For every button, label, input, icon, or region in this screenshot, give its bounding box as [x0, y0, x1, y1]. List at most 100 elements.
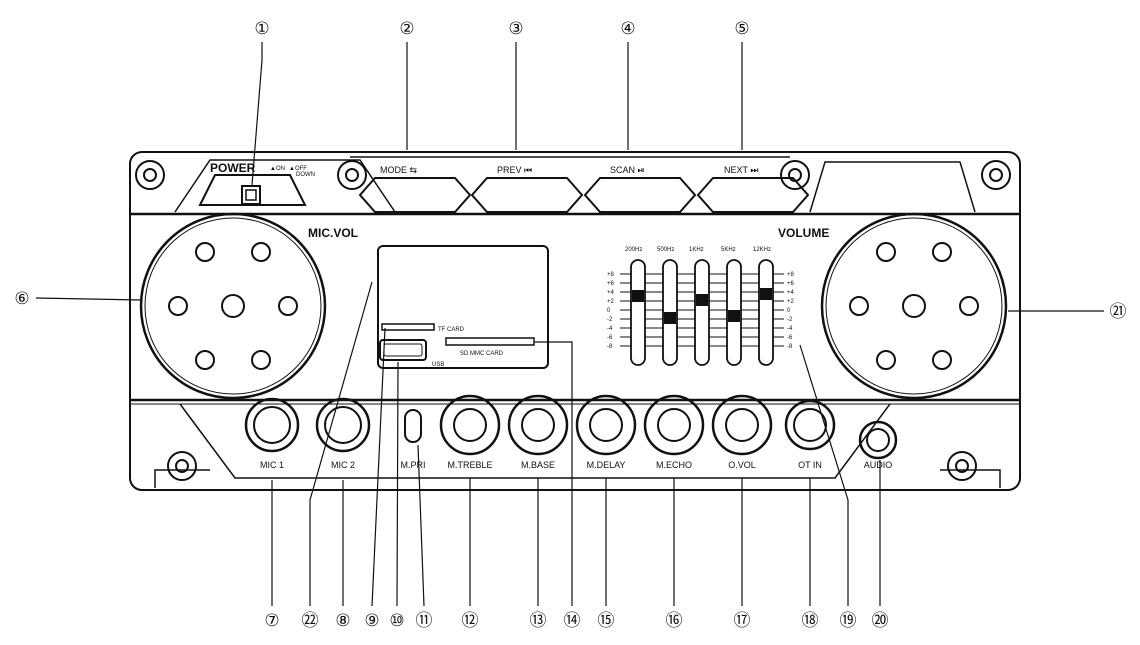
- eq-scale-label-left: -2: [607, 317, 613, 323]
- callout-number: ⑬: [530, 611, 547, 631]
- callout-number: ⑤: [734, 19, 749, 39]
- eq-band-label: 5KHz: [721, 247, 736, 253]
- eq-scale-label-left: -8: [607, 344, 613, 350]
- eq-scale-label-left: +8: [607, 272, 615, 278]
- eq-slider-knob[interactable]: [696, 294, 708, 306]
- sd-card-slot[interactable]: [445, 337, 535, 346]
- eq-scale-label-right: -2: [787, 317, 793, 323]
- mic1-jack[interactable]: [244, 397, 300, 453]
- jack-label: OT IN: [798, 460, 822, 470]
- screw-top-mid-right: [780, 160, 810, 190]
- usb-port[interactable]: [379, 339, 427, 361]
- screw-top-right: [981, 160, 1011, 190]
- mic-vol-knob[interactable]: [139, 212, 327, 400]
- m-base-knob[interactable]: [507, 394, 569, 456]
- jack-label: M.PRI: [400, 460, 425, 470]
- eq-scale-label-right: +8: [787, 272, 795, 278]
- eq-slider-knob[interactable]: [728, 310, 740, 322]
- callout-number: ⑱: [802, 611, 819, 631]
- volume-knob[interactable]: [820, 212, 1008, 400]
- eq-band-label: 200Hz: [625, 247, 642, 253]
- callout-number: ①: [254, 19, 269, 39]
- scan-button-label: SCAN ⏯: [610, 165, 645, 175]
- next-button-label: NEXT ⏭: [724, 165, 758, 175]
- leader-line: [309, 281, 373, 606]
- callout-number: ④: [620, 19, 635, 39]
- eq-band-label: 1KHz: [689, 247, 704, 253]
- callout-number: ⑩: [389, 611, 404, 631]
- eq-scale-label-left: -6: [607, 335, 613, 341]
- eq-scale-label-right: 0: [787, 308, 791, 314]
- scan-button[interactable]: [583, 177, 697, 213]
- leader-line: [35, 297, 143, 301]
- jack-label: M.ECHO: [656, 460, 692, 470]
- eq-scale-label-left: -4: [607, 326, 613, 332]
- jack-label: MIC 1: [260, 460, 284, 470]
- callout-number: ⑲: [840, 611, 857, 631]
- m-treble-knob[interactable]: [439, 394, 501, 456]
- panel-frame: [129, 151, 1021, 491]
- callout-number: ㉒: [302, 611, 319, 631]
- eq-slider-track[interactable]: [694, 259, 710, 366]
- callout-number: ⑫: [462, 611, 479, 631]
- eq-scale-label-left: +2: [607, 299, 615, 305]
- callout-number: ⑳: [872, 611, 889, 631]
- callout-number: ⑦: [264, 611, 279, 631]
- tf-card-slot[interactable]: [381, 323, 435, 331]
- mic2-jack[interactable]: [315, 397, 371, 453]
- prev-button-label: PREV ⏮: [497, 165, 532, 175]
- volume-label: VOLUME: [778, 226, 829, 240]
- callout-number: ⑥: [14, 289, 29, 309]
- ot-in-jack[interactable]: [784, 399, 836, 451]
- mic-vol-label: MIC.VOL: [308, 226, 358, 240]
- eq-slider-knob[interactable]: [632, 290, 644, 302]
- callout-number: ②: [399, 19, 414, 39]
- eq-scale-label-right: -6: [787, 335, 793, 341]
- o-vol-knob[interactable]: [711, 394, 773, 456]
- callout-number: ㉑: [1110, 302, 1127, 322]
- callout-leaders: [35, 42, 1104, 607]
- leader-line: [396, 361, 399, 607]
- next-button[interactable]: [696, 177, 810, 213]
- power-on-label: ▲ON: [270, 166, 285, 172]
- eq-slider-track[interactable]: [758, 259, 774, 366]
- eq-band-label: 500Hz: [657, 247, 674, 253]
- screw-top-mid-left: [337, 160, 367, 190]
- power-label: POWER: [210, 161, 256, 175]
- m-delay-knob[interactable]: [575, 394, 637, 456]
- callout-number: ⑨: [364, 611, 379, 631]
- eq-slider-knob[interactable]: [664, 312, 676, 324]
- jack-label: AUDIO: [864, 460, 893, 470]
- mode-button[interactable]: [358, 177, 472, 213]
- sd-card-label: SD MMC CARD: [460, 351, 504, 357]
- eq-scale-label-right: -8: [787, 344, 793, 350]
- jack-label: O.VOL: [728, 460, 756, 470]
- tf-card-label: TF CARD: [438, 327, 465, 333]
- eq-band-label: 12KHz: [753, 247, 771, 253]
- leader-line: [799, 344, 849, 606]
- mode-button-label: MODE ⇆: [380, 165, 418, 175]
- leader-line: [417, 444, 425, 607]
- m-echo-knob[interactable]: [643, 394, 705, 456]
- eq-scale-label-right: +6: [787, 281, 795, 287]
- eq-slider-knob[interactable]: [760, 288, 772, 300]
- eq-slider-track[interactable]: [630, 259, 646, 366]
- callout-number: ⑯: [666, 611, 683, 631]
- power-switch-bezel: [198, 174, 307, 206]
- eq-scale-label-left: 0: [607, 308, 611, 314]
- callout-number: ⑧: [335, 611, 350, 631]
- eq-scale-label-left: +6: [607, 281, 615, 287]
- power-switch[interactable]: [241, 185, 261, 205]
- audio-jack[interactable]: [858, 420, 898, 460]
- screw-top-left: [135, 160, 165, 190]
- leader-line: [535, 341, 573, 606]
- usb-label: USB: [432, 362, 444, 368]
- prev-button[interactable]: [470, 177, 584, 213]
- m-pri-button[interactable]: [404, 409, 422, 443]
- eq-scale-label-right: -4: [787, 326, 793, 332]
- eq-scale-label-left: +4: [607, 290, 615, 296]
- eq-scale-label-right: +4: [787, 290, 795, 296]
- callout-number: ⑪: [416, 611, 433, 631]
